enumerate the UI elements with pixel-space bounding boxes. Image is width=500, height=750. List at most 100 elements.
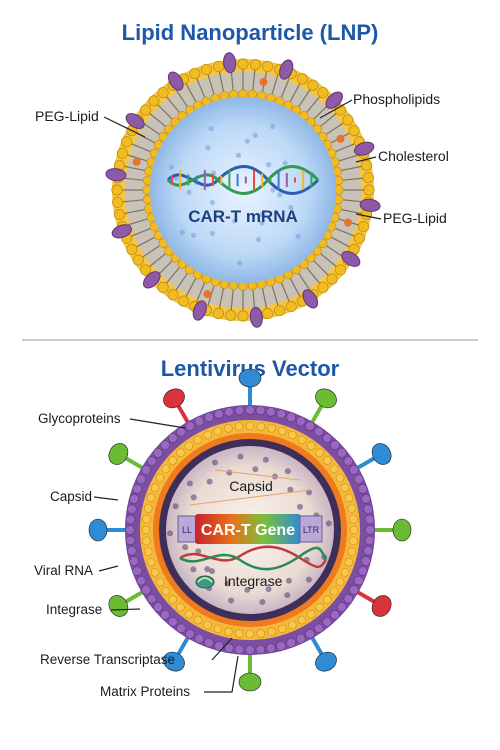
peg-lipid-icon [249,306,263,328]
lipid-tail [305,266,321,284]
capsid-particle [296,503,303,510]
envelope-lipid [266,407,276,417]
matrix-protein [193,435,203,445]
lipid-tail [339,208,362,215]
matrix-protein [256,629,266,638]
lipid-tail [305,96,321,114]
matrix-protein [344,557,354,567]
envelope-lipid [337,602,347,612]
envelope-lipid [353,575,364,586]
core-dot [208,126,214,132]
lnp-leader-cholesterol [355,156,377,163]
lipid-tail [319,252,337,268]
cholesterol-marker [259,77,268,86]
envelope-lipid [153,602,163,612]
envelope-lipid [295,416,306,427]
capsid-particle [305,576,312,583]
lipid-tail [175,271,189,291]
lipid-tail [297,271,311,291]
lipid-tail [312,104,329,121]
envelope-lipid [363,546,373,556]
envelope-lipid [295,633,306,644]
glycoprotein-head [315,388,337,409]
lipid-tail [312,259,329,276]
envelope-lipid [127,546,137,556]
envelope-lipid [255,405,266,416]
envelope-lipid [234,644,245,655]
matrix-protein [297,615,307,625]
lipid-tail [330,236,350,248]
capsid-particle [186,480,193,487]
matrix-protein [267,423,276,433]
lipid-head [178,295,190,307]
core-dot [270,187,276,193]
envelope-lipid [314,426,324,437]
capsid-particle [325,520,332,527]
core-dot [244,138,250,144]
matrix-protein [340,568,350,577]
envelope-lipid [349,585,359,595]
envelope-lipid [224,407,234,417]
core-dot [259,212,265,218]
matrix-protein [234,629,244,638]
lipid-head [120,136,133,148]
matrix-protein [155,473,165,483]
glycoprotein-head [238,672,262,692]
lenti-label-capsid: Capsid [50,489,92,504]
envelope-lipid [125,535,136,546]
capsid-particle [211,459,218,466]
lipid-head [113,208,126,221]
envelope-lipid [125,525,135,535]
matrix-protein [224,627,233,637]
lipid-tail [319,112,337,128]
capsid-particle [167,530,174,537]
envelope-lipid [194,416,205,427]
lipid-tail [124,165,147,172]
lipid-head [363,184,375,196]
lipid-head [360,159,373,172]
lenti-leader-integrase [110,608,141,611]
ltr-left-label: LL [182,525,192,535]
lipid-tail [324,244,344,258]
lipid-head [362,172,374,184]
lipid-tail [136,236,156,248]
lipid-head [261,307,274,320]
lipid-head [167,289,179,301]
envelope-lipid [245,405,255,415]
matrix-protein [142,536,151,546]
lipid-head [317,281,329,293]
peg-lipid-icon [111,224,133,239]
lipid-tail [271,74,279,96]
peg-lipid-icon [192,300,207,321]
lipid-tail [271,284,279,306]
capsid-particle [206,478,213,485]
lipid-head [326,273,338,285]
envelope-lipid [361,494,371,504]
viral-rna-strand [179,545,328,571]
envelope-lipid [204,412,214,423]
capsid-particle [190,566,197,573]
capsid-particle [226,469,233,476]
core-dot [186,189,192,195]
envelope-lipid [322,433,332,443]
capsid-particle [190,494,197,501]
envelope-lipid [141,465,151,475]
lipid-tail [337,154,359,162]
integrase-inner-icon [195,575,215,589]
capsid-particle [259,598,266,605]
capsid-particle [182,544,189,551]
peg-lipid-icon [105,168,127,182]
matrix-protein [168,456,178,465]
lipid-head [116,147,129,160]
mrna-strand [166,165,320,195]
matrix-protein [335,473,345,483]
glycoprotein-head [88,518,108,542]
matrix-protein [267,627,276,637]
matrix-protein [245,629,255,639]
gene-label: CAR-T Gene [201,522,295,539]
lipid-tail [341,199,364,203]
lipid-tail [196,77,206,99]
lipid-tail [127,218,149,226]
matrix-protein [150,568,160,577]
matrix-protein [322,456,332,465]
